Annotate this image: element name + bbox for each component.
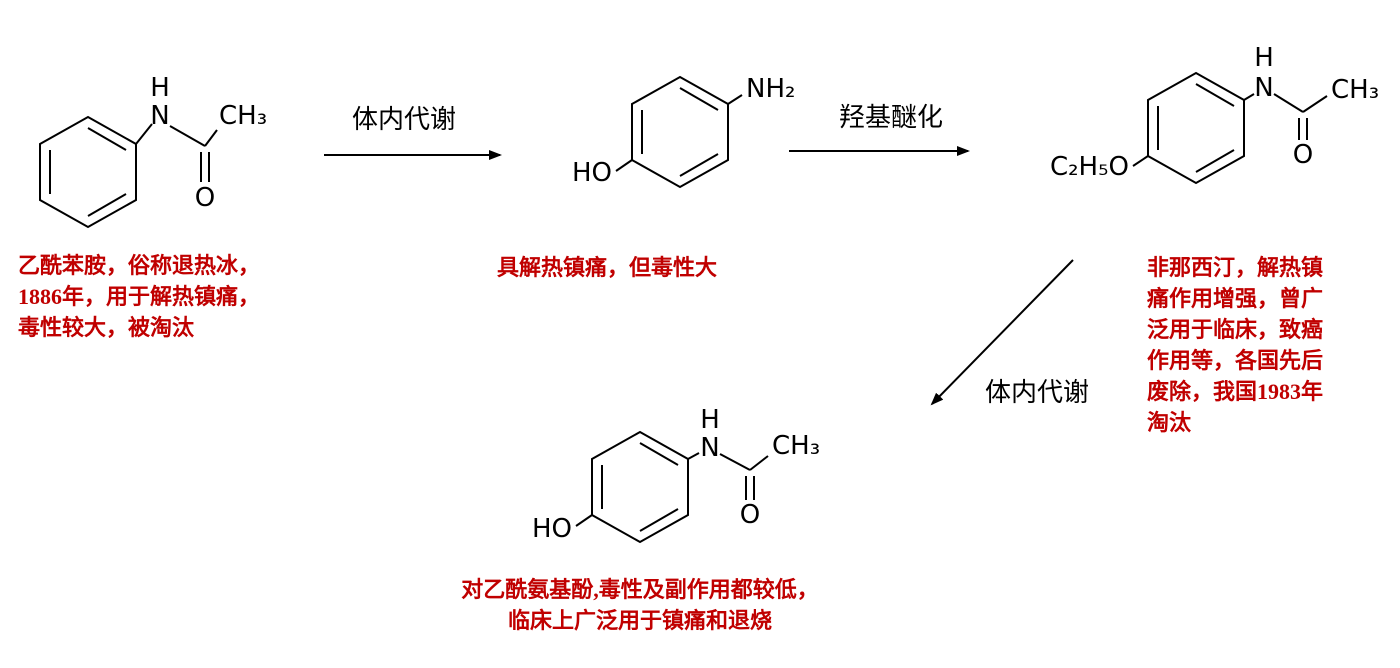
- arrow-line: [930, 259, 1074, 406]
- atom-label-h: H: [700, 405, 720, 435]
- ring-double-bond: [639, 442, 679, 466]
- n-c-bond: [719, 453, 751, 471]
- ring-o-bond: [615, 159, 633, 172]
- atom-label-ch3: CH₃: [219, 101, 267, 131]
- molecule-aminophenol: NH₂ HO: [572, 74, 795, 189]
- caption-line: 对乙酰氨基酚,毒性及副作用都较低，: [461, 577, 819, 602]
- c-ch3-bond: [749, 455, 769, 471]
- ring-n-bond: [687, 452, 700, 460]
- caption-acetanilide: 乙酰苯胺，俗称退热冰， 1886年，用于解热镇痛， 毒性较大，被淘汰: [18, 250, 260, 343]
- ring-o-bond: [575, 514, 593, 527]
- caption-line: 乙酰苯胺，俗称退热冰，: [18, 253, 261, 278]
- caption-line: 泛用于临床，致癌: [1147, 317, 1324, 342]
- atom-label-o: O: [195, 183, 215, 213]
- ring-double-bond: [639, 508, 679, 532]
- n-c-bond: [1273, 93, 1304, 113]
- caption-line: 废除，我国1983年: [1147, 379, 1324, 404]
- caption-line: 具解热镇痛，但毒性大: [497, 255, 718, 280]
- caption-line: 淘汰: [1147, 410, 1192, 435]
- atom-label-o: O: [740, 500, 760, 530]
- ring-n-bond: [1243, 93, 1255, 101]
- atom-label-n: N: [1254, 73, 1273, 103]
- ring-n-bond: [727, 94, 743, 105]
- atom-label-n: N: [700, 433, 719, 463]
- atom-label-h: H: [150, 73, 170, 103]
- caption-line: 作用等，各国先后: [1147, 348, 1324, 373]
- benzene-ring: [591, 430, 689, 544]
- atom-label-o: O: [1293, 140, 1313, 170]
- benzene-ring: [1147, 71, 1245, 185]
- caption-phenacetin: 非那西汀，解热镇 痛作用增强，曾广 泛用于临床，致癌 作用等，各国先后 废除，我…: [1147, 252, 1323, 438]
- caption-line: 非那西汀，解热镇: [1147, 255, 1324, 280]
- ring-double-bond: [87, 127, 127, 151]
- ring-n-bond: [135, 123, 153, 145]
- atom-label-ho: HO: [532, 514, 572, 544]
- atom-label-ho: HO: [572, 158, 612, 188]
- arrow-label-step2: 羟基醚化: [839, 103, 944, 132]
- atom-label-oc2h5: C₂H₅O: [1050, 152, 1129, 182]
- molecule-phenacetin: C₂H₅O H N CH₃ O: [1050, 43, 1379, 185]
- ring-double-bond: [679, 87, 719, 111]
- caption-paracetamol: 对乙酰氨基酚,毒性及副作用都较低， 临床上广泛用于镇痛和退烧: [420, 574, 860, 636]
- caption-line: 临床上广泛用于镇痛和退烧: [507, 608, 772, 633]
- benzene-ring: [631, 75, 729, 189]
- caption-line: 毒性较大，被淘汰: [18, 315, 195, 340]
- atom-label-h: H: [1254, 43, 1274, 73]
- atom-label-n: N: [150, 101, 169, 131]
- ring-double-bond: [679, 153, 719, 177]
- arrow-step3: [930, 259, 1074, 406]
- atom-label-ch3: CH₃: [1331, 75, 1379, 105]
- ring-double-bond: [87, 193, 127, 217]
- arrow-label-step3: 体内代谢: [985, 378, 1090, 407]
- caption-line: 1886年，用于解热镇痛，: [18, 284, 261, 309]
- molecule-paracetamol: HO H N CH₃ O: [532, 405, 820, 544]
- atom-label-ch3: CH₃: [772, 431, 820, 461]
- n-c-bond: [169, 125, 206, 147]
- ring-double-bond: [1195, 149, 1235, 173]
- molecule-acetanilide: H N CH₃ O: [39, 73, 267, 229]
- c-ch3-bond: [204, 129, 218, 147]
- c-ch3-bond: [1302, 95, 1328, 113]
- caption-aminophenol: 具解热镇痛，但毒性大: [497, 252, 717, 283]
- ring-o-bond: [1132, 155, 1149, 167]
- arrow-label-step1: 体内代谢: [352, 105, 457, 134]
- ring-double-bond: [1195, 83, 1235, 107]
- caption-line: 痛作用增强，曾广: [1147, 286, 1324, 311]
- atom-label-nh2: NH₂: [746, 74, 795, 104]
- benzene-ring: [39, 115, 137, 229]
